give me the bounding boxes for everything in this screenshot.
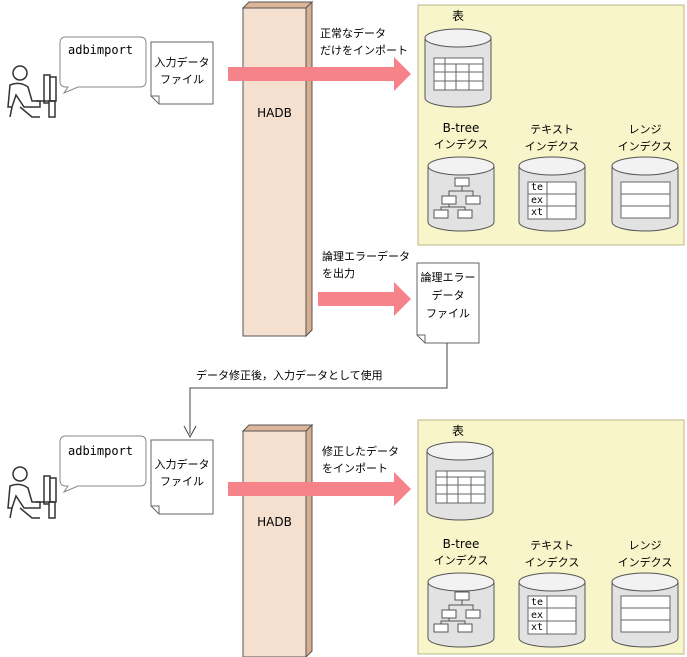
- bottom-text-cell-1: te: [531, 597, 544, 608]
- bottom-btree-cylinder: [427, 572, 495, 648]
- top-command-label: adbimport: [68, 43, 134, 57]
- bottom-server-label: HADB: [257, 515, 292, 529]
- bottom-text-cell-3: xt: [531, 622, 544, 633]
- bottom-text-label-line2: インデクス: [524, 556, 580, 569]
- error-file-line3: ファイル: [426, 307, 470, 320]
- top-text-cylinder: [518, 156, 586, 232]
- bottom-import-label-line1: 修正したデータ: [322, 445, 399, 458]
- bottom-range-cylinder: [611, 572, 679, 648]
- bottom-text-cylinder: [518, 572, 586, 648]
- bottom-table-title: 表: [452, 424, 465, 438]
- bottom-command-label: adbimport: [68, 444, 134, 458]
- top-server-label: HADB: [257, 106, 292, 120]
- top-range-label-line2: インデクス: [617, 140, 673, 153]
- bottom-text-cell-2: ex: [531, 610, 544, 621]
- top-import-label-line2: だけをインポート: [320, 44, 408, 57]
- error-file-line1: 論理エラー: [420, 271, 476, 284]
- bottom-user-icon: [7, 466, 57, 519]
- top-user-icon: [7, 65, 57, 118]
- top-text-cell-2: ex: [531, 195, 544, 206]
- top-import-arrow: [228, 57, 411, 91]
- error-file-line2: データ: [431, 289, 465, 302]
- bottom-import-label-line2: をインポート: [322, 462, 388, 475]
- reuse-flow-arrowhead: [183, 425, 197, 439]
- top-text-cell-3: xt: [531, 207, 544, 218]
- bottom-btree-label-line1: B-tree: [442, 537, 480, 551]
- top-range-cylinder: [611, 156, 679, 232]
- top-range-label-line1: レンジ: [628, 123, 662, 136]
- error-output-label-line2: を出力: [322, 267, 355, 280]
- reuse-label: データ修正後，入力データとして使用: [196, 369, 383, 382]
- top-input-file-line2: ファイル: [160, 73, 204, 86]
- top-table-cylinder: [424, 28, 492, 108]
- bottom-import-arrow: [228, 472, 411, 506]
- top-input-file-line1: 入力データ: [154, 56, 210, 69]
- bottom-range-label-line1: レンジ: [628, 539, 662, 552]
- top-table-title: 表: [452, 9, 465, 23]
- error-output-arrow: [318, 282, 411, 316]
- top-text-label-line1: テキスト: [530, 123, 574, 136]
- top-btree-label-line1: B-tree: [442, 121, 480, 135]
- bottom-btree-label-line2: インデクス: [433, 554, 489, 567]
- reuse-flow-line: [189, 343, 448, 434]
- top-import-label-line1: 正常なデータ: [320, 27, 386, 40]
- error-output-label-line1: 論理エラーデータ: [322, 250, 410, 263]
- top-hadb-column: [241, 0, 314, 338]
- top-text-cell-1: te: [531, 182, 544, 193]
- top-btree-cylinder: [427, 156, 495, 232]
- top-btree-label-line2: インデクス: [433, 138, 489, 151]
- top-text-label-line2: インデクス: [524, 140, 580, 153]
- bottom-hadb-column: [241, 423, 314, 657]
- bottom-input-file-line1: 入力データ: [154, 458, 210, 471]
- bottom-input-file-line2: ファイル: [160, 475, 204, 488]
- bottom-text-label-line1: テキスト: [530, 539, 574, 552]
- bottom-range-label-line2: インデクス: [617, 556, 673, 569]
- bottom-table-cylinder: [426, 441, 494, 521]
